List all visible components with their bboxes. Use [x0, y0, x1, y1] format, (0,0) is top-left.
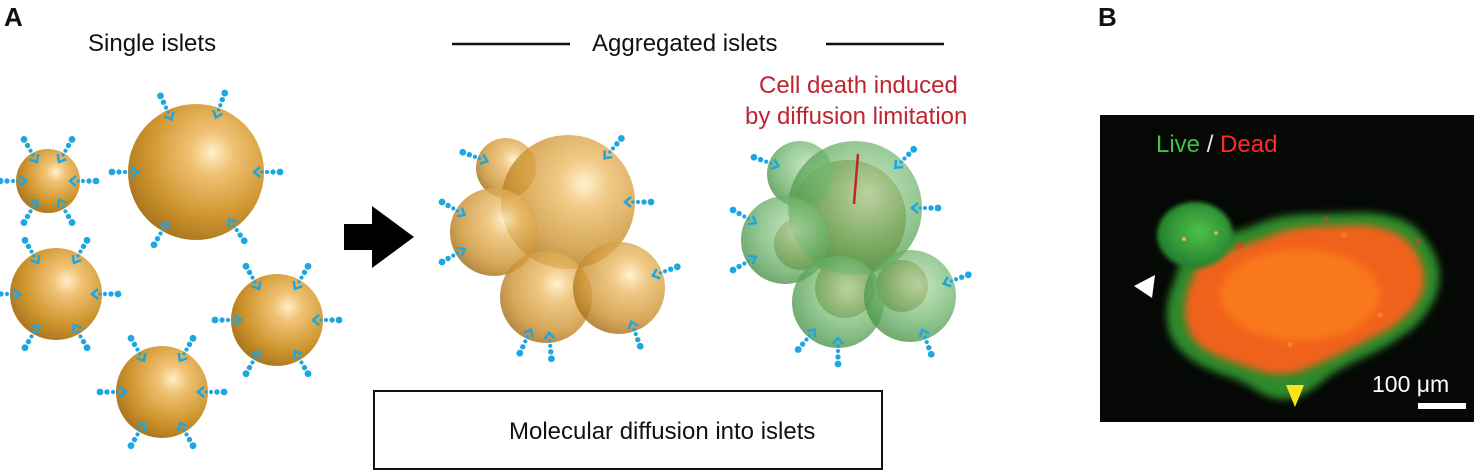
- live-dead-micrograph: Live / Dead 100 μm: [1100, 115, 1474, 422]
- diffusion-arrow-icon: [627, 319, 644, 350]
- diffusion-arrow-icon: [729, 254, 758, 274]
- diffusion-arrow-icon: [227, 217, 248, 245]
- diffusion-arrow-icon: [21, 236, 41, 265]
- aggregated-islet-cluster: [450, 135, 665, 343]
- diffusion-arrow-icon: [918, 327, 935, 358]
- single-islet-live: [1157, 202, 1233, 268]
- aggregated-islet: [573, 242, 665, 334]
- diffusion-arrows: [0, 89, 972, 450]
- diffusion-arrow-icon: [623, 196, 655, 208]
- single-islet-large: [128, 104, 264, 240]
- live-shell: [864, 250, 956, 342]
- diffusion-arrow-icon: [832, 336, 844, 368]
- cell-death-label-line1: Cell death induced: [759, 72, 958, 99]
- diffusion-arrow-icon: [56, 136, 76, 164]
- legend-label: Molecular diffusion into islets: [509, 418, 816, 445]
- diffusion-arrow-icon: [150, 220, 170, 249]
- cell-death-pointer: [852, 153, 860, 205]
- micrograph-image: [1134, 202, 1440, 407]
- diffusion-arrow-icon: [292, 262, 312, 291]
- diffusion-arrow-icon: [177, 334, 197, 363]
- diffusion-arrow-icon: [311, 314, 343, 326]
- scale-bar: [1418, 403, 1466, 409]
- diffusion-arrow-icon: [516, 327, 534, 357]
- diffusion-arrow-icon: [543, 330, 556, 363]
- diffusion-arrow-icon: [603, 135, 625, 160]
- single-islet-small: [16, 149, 80, 213]
- diffusion-arrow-icon: [893, 145, 918, 170]
- diffusion-arrow-icon: [71, 236, 91, 265]
- diffusion-arrow-icon: [127, 334, 147, 363]
- single-islet-bottom: [116, 346, 208, 438]
- diffusion-arrow-icon: [71, 323, 91, 352]
- panel-a-letter: A: [4, 2, 23, 32]
- diffusion-arrow-icon: [0, 175, 28, 187]
- diffusion-arrow-icon: [157, 92, 175, 122]
- scale-bar-label: 100 μm: [1372, 371, 1450, 397]
- diffusion-arrow-icon: [242, 262, 262, 291]
- diffusion-arrow-icon: [292, 349, 312, 378]
- diffusion-arrow-icon: [242, 349, 262, 378]
- single-islet-marker: [1134, 275, 1155, 298]
- aggregated-cluster-dead-core: [741, 141, 956, 348]
- diffusion-arrow-icon: [211, 314, 243, 326]
- aggregated-islets-title: Aggregated islets: [592, 30, 778, 57]
- live-shell: [741, 196, 829, 284]
- slash-separator: /: [1206, 131, 1214, 158]
- diffusion-arrow-icon: [750, 153, 781, 170]
- single-islet-group: [10, 104, 323, 438]
- panel-b-letter: B: [1098, 2, 1117, 32]
- diffusion-arrow-icon: [20, 136, 40, 164]
- diffusion-arrow-icon: [438, 246, 467, 266]
- aggregated-islet: [500, 251, 592, 343]
- aggregate-core-highlight: [1220, 249, 1380, 341]
- diffusion-arrow-icon: [438, 198, 467, 218]
- diffusion-arrow-icon: [650, 263, 681, 280]
- aggregated-islet: [450, 188, 538, 276]
- diffusion-arrow-icon: [0, 288, 22, 300]
- diffusion-arrow-icon: [910, 202, 942, 214]
- transition-arrow: [344, 206, 414, 268]
- diffusion-arrow-icon: [108, 166, 140, 178]
- live-label: Live: [1156, 131, 1201, 158]
- single-islet-right: [231, 274, 323, 366]
- diffusion-arrow-icon: [252, 166, 284, 178]
- dead-label: Dead: [1220, 131, 1278, 158]
- diffusion-arrow-icon: [21, 323, 41, 352]
- aggregate-marker: [1286, 385, 1304, 407]
- cell-death-label-line2: by diffusion limitation: [745, 103, 968, 130]
- legend-box: Molecular diffusion into islets: [373, 390, 883, 470]
- diffusion-arrow-icon: [941, 271, 972, 288]
- diffusion-arrow-icon: [196, 386, 228, 398]
- diffusion-arrow-icon: [56, 198, 76, 226]
- diffusion-arrow-icon: [212, 89, 229, 120]
- diffusion-arrow-icon: [459, 148, 490, 165]
- diffusion-arrow-icon: [90, 288, 122, 300]
- live-shell: [792, 256, 884, 348]
- diffusion-arrow-icon: [729, 206, 758, 226]
- diffusion-arrow-icon: [20, 198, 40, 226]
- diffusion-arrow-icon: [127, 421, 147, 450]
- stain-legend: Live / Dead: [1156, 131, 1277, 159]
- diffusion-arrow-icon: [177, 421, 197, 450]
- diffusion-arrow-icon: [68, 175, 100, 187]
- diffusion-arrow-icon: [794, 328, 817, 353]
- diffusion-arrow-icon: [96, 386, 128, 398]
- single-islet-left: [10, 248, 102, 340]
- single-islets-title: Single islets: [88, 30, 217, 57]
